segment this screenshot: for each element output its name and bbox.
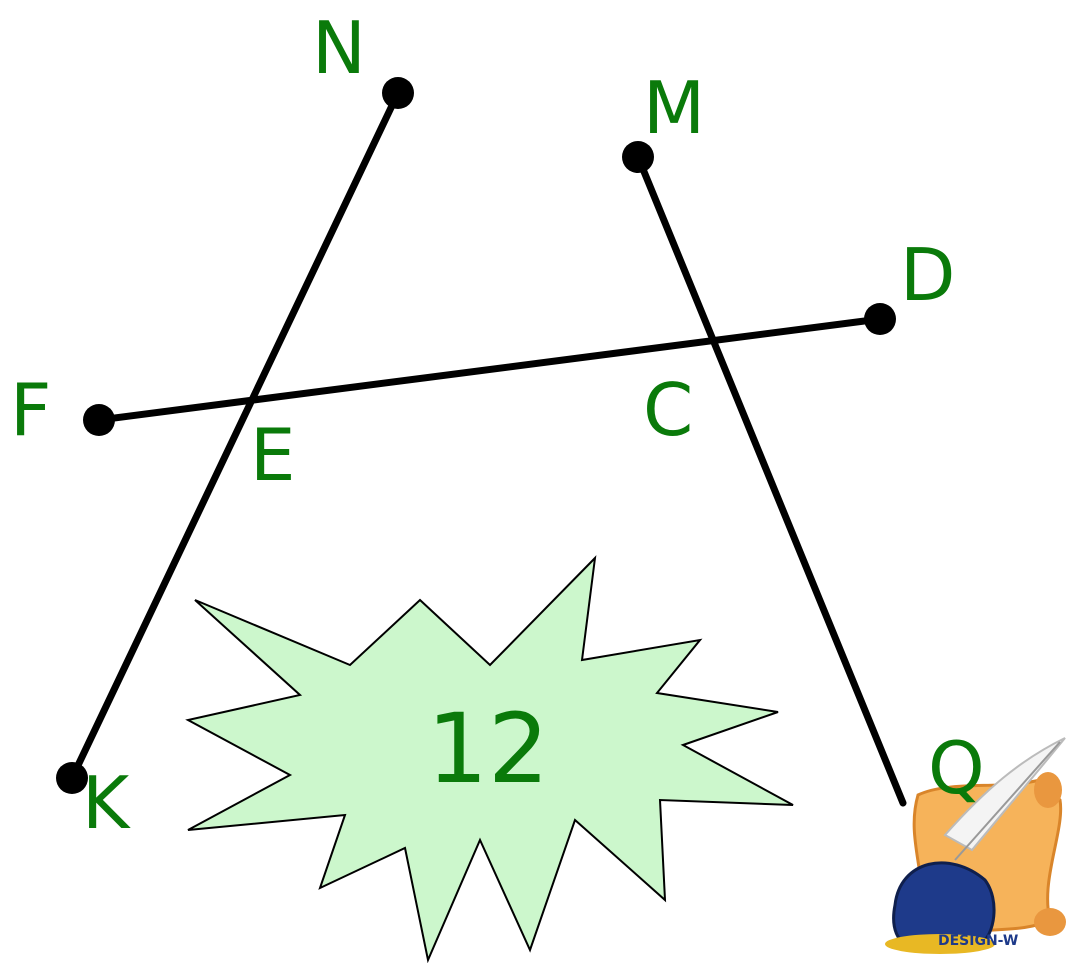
label-E: E xyxy=(250,413,296,497)
point-K-dot xyxy=(56,762,88,794)
segment-MQ xyxy=(634,153,907,807)
point-F-dot xyxy=(83,404,115,436)
point-M-dot xyxy=(622,141,654,173)
burst-number: 12 xyxy=(427,693,549,805)
label-M: M xyxy=(643,66,705,150)
scroll-quill-logo: DESIGN-W xyxy=(885,737,1066,954)
segment-NK xyxy=(68,89,402,782)
label-K: K xyxy=(82,761,131,845)
label-N: N xyxy=(312,6,366,90)
label-D: D xyxy=(900,233,955,317)
logo-text: DESIGN-W xyxy=(938,933,1018,949)
burst-shape xyxy=(185,555,794,963)
point-N-dot xyxy=(382,77,414,109)
point-D-dot xyxy=(864,303,896,335)
label-F: F xyxy=(10,368,51,452)
segment-FD xyxy=(95,315,884,424)
label-C: C xyxy=(643,368,693,452)
label-Q: Q xyxy=(928,726,985,810)
